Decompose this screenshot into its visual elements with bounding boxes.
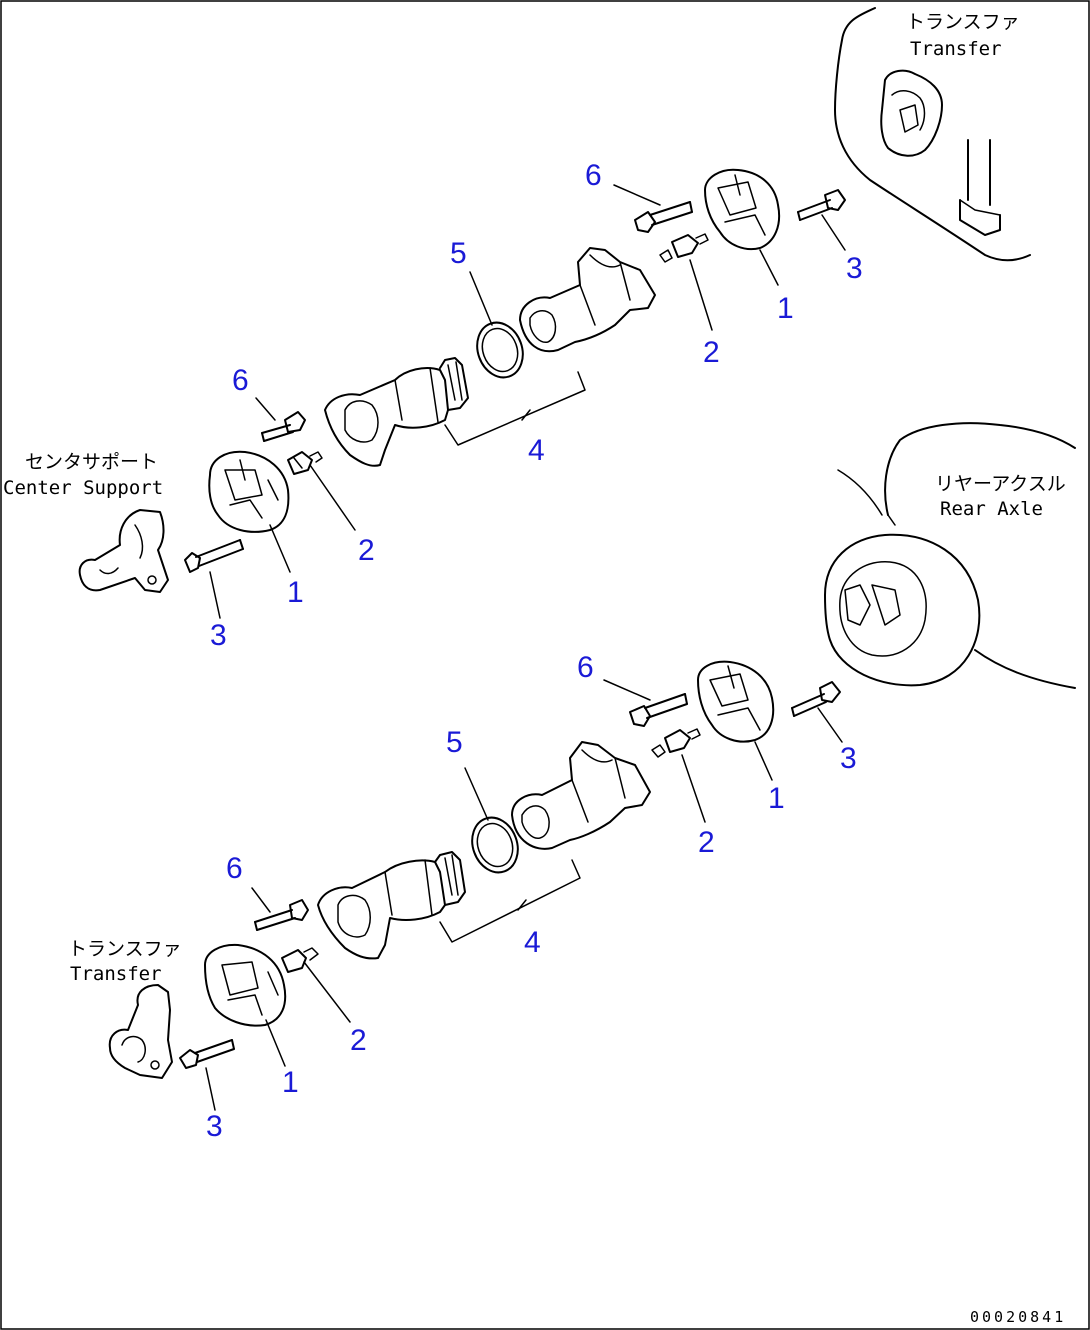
leader-4-upper <box>521 409 531 421</box>
rear-axle-housing <box>824 422 1076 689</box>
callout-3: 3 <box>210 619 227 652</box>
bracket-4-upper <box>444 371 586 446</box>
bolt-upper-right-3 <box>797 189 846 221</box>
callout-1: 1 <box>282 1066 299 1099</box>
bolt-upper-right-6 <box>634 201 693 233</box>
callout-5: 5 <box>446 726 463 759</box>
callout-3: 3 <box>206 1110 223 1143</box>
callout-5: 5 <box>450 237 467 270</box>
tube-yoke-upper <box>519 247 656 353</box>
callout-4: 4 <box>528 434 545 467</box>
universal-joint-lower-right <box>697 660 775 743</box>
callout-1: 1 <box>287 576 304 609</box>
transfer-top-label-en: Transfer <box>910 38 1002 60</box>
bracket-4-lower <box>439 859 581 943</box>
callouts-lower: 6 5 3 1 2 6 4 2 1 3 <box>206 651 857 1143</box>
callout-2: 2 <box>358 534 375 567</box>
rear-axle-label-en: Rear Axle <box>940 498 1043 520</box>
transfer-top-label-jp: トランスファ <box>906 11 1020 33</box>
callout-2: 2 <box>350 1024 367 1057</box>
callout-6: 6 <box>226 852 243 885</box>
bolt-lower-right-3 <box>791 681 841 717</box>
bolt-lower-left-6 <box>254 899 309 931</box>
grease-fitting-upper-left-2 <box>287 451 323 475</box>
bolt-lower-right-6 <box>629 693 688 727</box>
grease-fitting-lower-right-2 <box>651 728 701 758</box>
transfer-bottom-label-jp: トランスファ <box>68 938 182 960</box>
center-support-label-en: Center Support <box>3 477 163 499</box>
callout-6: 6 <box>577 651 594 684</box>
snap-ring-lower-5 <box>471 816 519 874</box>
universal-joint-upper-right <box>704 168 780 251</box>
callout-6: 6 <box>585 159 602 192</box>
center-support-yoke <box>78 509 169 593</box>
snap-ring-upper-5 <box>476 321 524 379</box>
grease-fitting-lower-left-2 <box>281 947 319 973</box>
leader-5-lower <box>464 767 489 821</box>
leader-5-upper <box>469 271 493 326</box>
callouts-upper: 6 5 3 1 2 6 4 2 1 3 <box>210 159 863 652</box>
bolt-upper-left-3 <box>184 539 244 573</box>
callout-3: 3 <box>846 252 863 285</box>
slip-yoke-lower <box>317 851 466 960</box>
grease-fitting-upper-right-2 <box>659 233 709 263</box>
transfer-housing-top <box>834 7 1031 262</box>
universal-joint-upper-left <box>208 450 290 533</box>
transfer-bottom-label-en: Transfer <box>70 963 162 985</box>
center-support-label-jp: センタサポート <box>25 451 158 473</box>
slip-yoke-upper <box>324 357 469 467</box>
callout-2: 2 <box>698 826 715 859</box>
transfer-yoke-bottom <box>108 984 173 1079</box>
callout-1: 1 <box>768 782 785 815</box>
tube-yoke-lower <box>511 741 651 850</box>
component-labels: トランスファ Transfer センタサポート Center Support リ… <box>3 11 1066 985</box>
bolt-lower-left-3 <box>179 1039 235 1069</box>
rear-axle-label-jp: リヤーアクスル <box>935 473 1066 495</box>
upper-leaders <box>209 184 846 619</box>
bolt-upper-left-6 <box>261 411 306 442</box>
callout-3: 3 <box>840 742 857 775</box>
lower-leaders <box>205 679 843 1111</box>
document-number: 00020841 <box>970 1308 1066 1326</box>
callout-2: 2 <box>703 336 720 369</box>
callout-6: 6 <box>232 364 249 397</box>
leader-4-lower <box>517 899 527 911</box>
callout-1: 1 <box>777 292 794 325</box>
universal-joint-lower-left <box>204 943 287 1027</box>
callout-4: 4 <box>524 926 541 959</box>
